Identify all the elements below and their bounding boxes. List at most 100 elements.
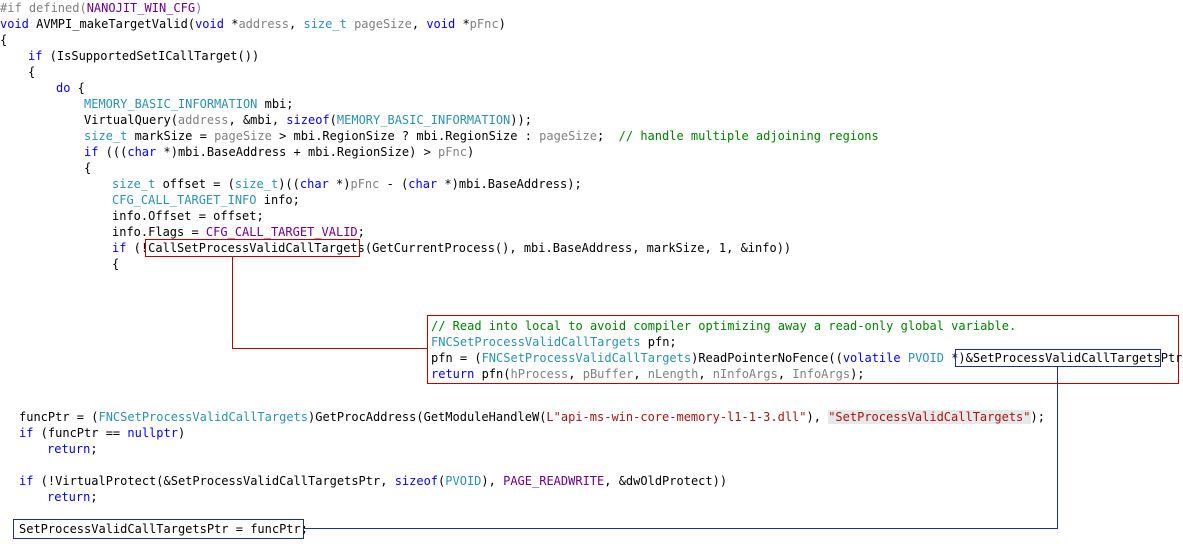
blue-highlight-box — [955, 349, 1161, 367]
code-line-13: CFG_CALL_TARGET_INFO info; — [112, 192, 300, 208]
token: address — [238, 17, 290, 31]
token: size_t — [234, 177, 279, 191]
token: , — [289, 17, 304, 31]
token: char — [408, 177, 438, 191]
token: info.Flags = — [112, 225, 206, 239]
token: * — [223, 17, 239, 31]
token: ) — [195, 1, 203, 15]
token: nLength — [647, 367, 699, 381]
token: pageSize — [354, 17, 412, 31]
token: * — [455, 17, 470, 31]
call-set-process-valid-call-targets: CallSetProcessValidCallTargets — [148, 241, 365, 255]
token: ( — [329, 113, 337, 127]
token: )(( — [278, 177, 300, 191]
token: if — [19, 474, 34, 488]
token — [347, 17, 354, 31]
code-line-16: if (!CallSetProcessValidCallTargets(GetC… — [112, 240, 791, 256]
code-line-9: size_t markSize = pageSize > mbi.RegionS… — [84, 128, 879, 144]
token: markSize = — [127, 129, 215, 143]
code-line-6: do { — [56, 80, 85, 96]
token: MEMORY_BASIC_INFORMATION — [336, 113, 511, 127]
token: char — [127, 145, 157, 159]
token: if — [19, 426, 34, 440]
code-line-2: void AVMPI_makeTargetValid(void *address… — [0, 16, 506, 32]
code-line-b6: SetProcessValidCallTargetsPtr = funcPtr; — [19, 522, 308, 536]
token: mbi; — [257, 97, 294, 111]
token: , — [698, 367, 713, 381]
token: pFnc — [469, 17, 499, 31]
token: pfn; — [640, 335, 677, 349]
token: do — [56, 81, 71, 95]
token: { — [70, 81, 85, 95]
token: funcPtr = ( — [19, 410, 99, 424]
red-connector-horizontal — [232, 348, 428, 349]
token: > mbi.RegionSize ? mbi.RegionSize : — [271, 129, 540, 143]
token: - ( — [379, 177, 409, 191]
token: , &dwOldProtect)) — [604, 474, 728, 488]
code-line-5: { — [28, 65, 36, 79]
token: "SetProcessValidCallTargets" — [828, 410, 1031, 424]
token: L"api-ms-win-core-memory-l1-1-3.dll" — [546, 410, 807, 424]
token: ; — [90, 490, 98, 504]
token: (funcPtr == — [33, 426, 128, 440]
code-line-3: { — [0, 33, 8, 47]
code-line-b2: if (funcPtr == nullptr) — [19, 425, 185, 441]
token: nullptr — [127, 426, 178, 440]
code-line-12: size_t offset = (size_t)((char *)pFnc - … — [112, 176, 582, 192]
token: volatile — [842, 351, 901, 365]
token: *) — [328, 177, 351, 191]
token: )); — [510, 113, 532, 127]
token: pFnc — [438, 145, 467, 159]
token: size_t — [112, 177, 156, 191]
token: if — [28, 49, 43, 63]
code-line-b1: funcPtr = (FNCSetProcessValidCallTargets… — [19, 409, 1045, 425]
code-line-1: #if defined(NANOJIT_WIN_CFG) — [0, 0, 202, 16]
popup-line-4: return pfn(hProcess, pBuffer, nLength, n… — [431, 366, 865, 382]
token: return — [47, 490, 91, 504]
popup-line-2: FNCSetProcessValidCallTargets pfn; — [431, 334, 677, 350]
code-line-14: info.Offset = offset; — [112, 209, 264, 223]
token: // Read into local to avoid compiler opt… — [431, 319, 1017, 333]
token: , &mbi, — [228, 113, 287, 127]
token: ); — [850, 367, 865, 381]
token: sizeof — [394, 474, 439, 488]
token: FNCSetProcessValidCallTargets — [481, 351, 692, 365]
blue-connector-horizontal — [304, 528, 1058, 529]
function-definition-popup — [427, 315, 1179, 384]
token: , — [411, 17, 427, 31]
code-line-10: if (((char *)mbi.BaseAddress + mbi.Regio… — [84, 144, 474, 160]
token: void — [426, 17, 456, 31]
token: pfn = ( — [431, 351, 482, 365]
code-line-b5: return; — [47, 489, 98, 505]
token: char — [299, 177, 329, 191]
token: pageSize — [214, 129, 272, 143]
token: size_t — [303, 17, 347, 31]
token: AVMPI_makeTargetValid( — [28, 17, 196, 31]
token: , — [633, 367, 648, 381]
token: void — [195, 17, 224, 31]
token: InfoArgs — [792, 367, 851, 381]
token: pageSize — [539, 129, 597, 143]
token: hProcess — [510, 367, 569, 381]
token: ) — [177, 426, 186, 440]
token: MEMORY_BASIC_INFORMATION — [84, 97, 258, 111]
token: pFnc — [350, 177, 380, 191]
token: NANOJIT_WIN_CFG — [86, 1, 196, 15]
code-line-7: MEMORY_BASIC_INFORMATION mbi; — [84, 96, 294, 112]
code-line-15: info.Flags = CFG_CALL_TARGET_VALID; — [112, 224, 365, 240]
code-line-b3: return; — [47, 441, 98, 457]
token: ), — [481, 474, 504, 488]
token: ) — [466, 145, 475, 159]
red-highlight-box — [145, 239, 360, 257]
popup-line-3: pfn = (FNCSetProcessValidCallTargets)Rea… — [431, 350, 1183, 366]
token: *)mbi.BaseAddress); — [437, 177, 582, 191]
popup-line-1: // Read into local to avoid compiler opt… — [431, 318, 1016, 334]
token: #if defined( — [0, 1, 87, 15]
code-line-8: VirtualQuery(address, &mbi, sizeof(MEMOR… — [84, 112, 532, 128]
code-line-17: { — [112, 257, 120, 271]
token: pBuffer — [582, 367, 634, 381]
token: )ReadPointerNoFence(( — [691, 351, 843, 365]
token: (!VirtualProtect(&SetProcessValidCallTar… — [33, 474, 395, 488]
token: address — [177, 113, 229, 127]
token: FNCSetProcessValidCallTargets — [431, 335, 641, 349]
